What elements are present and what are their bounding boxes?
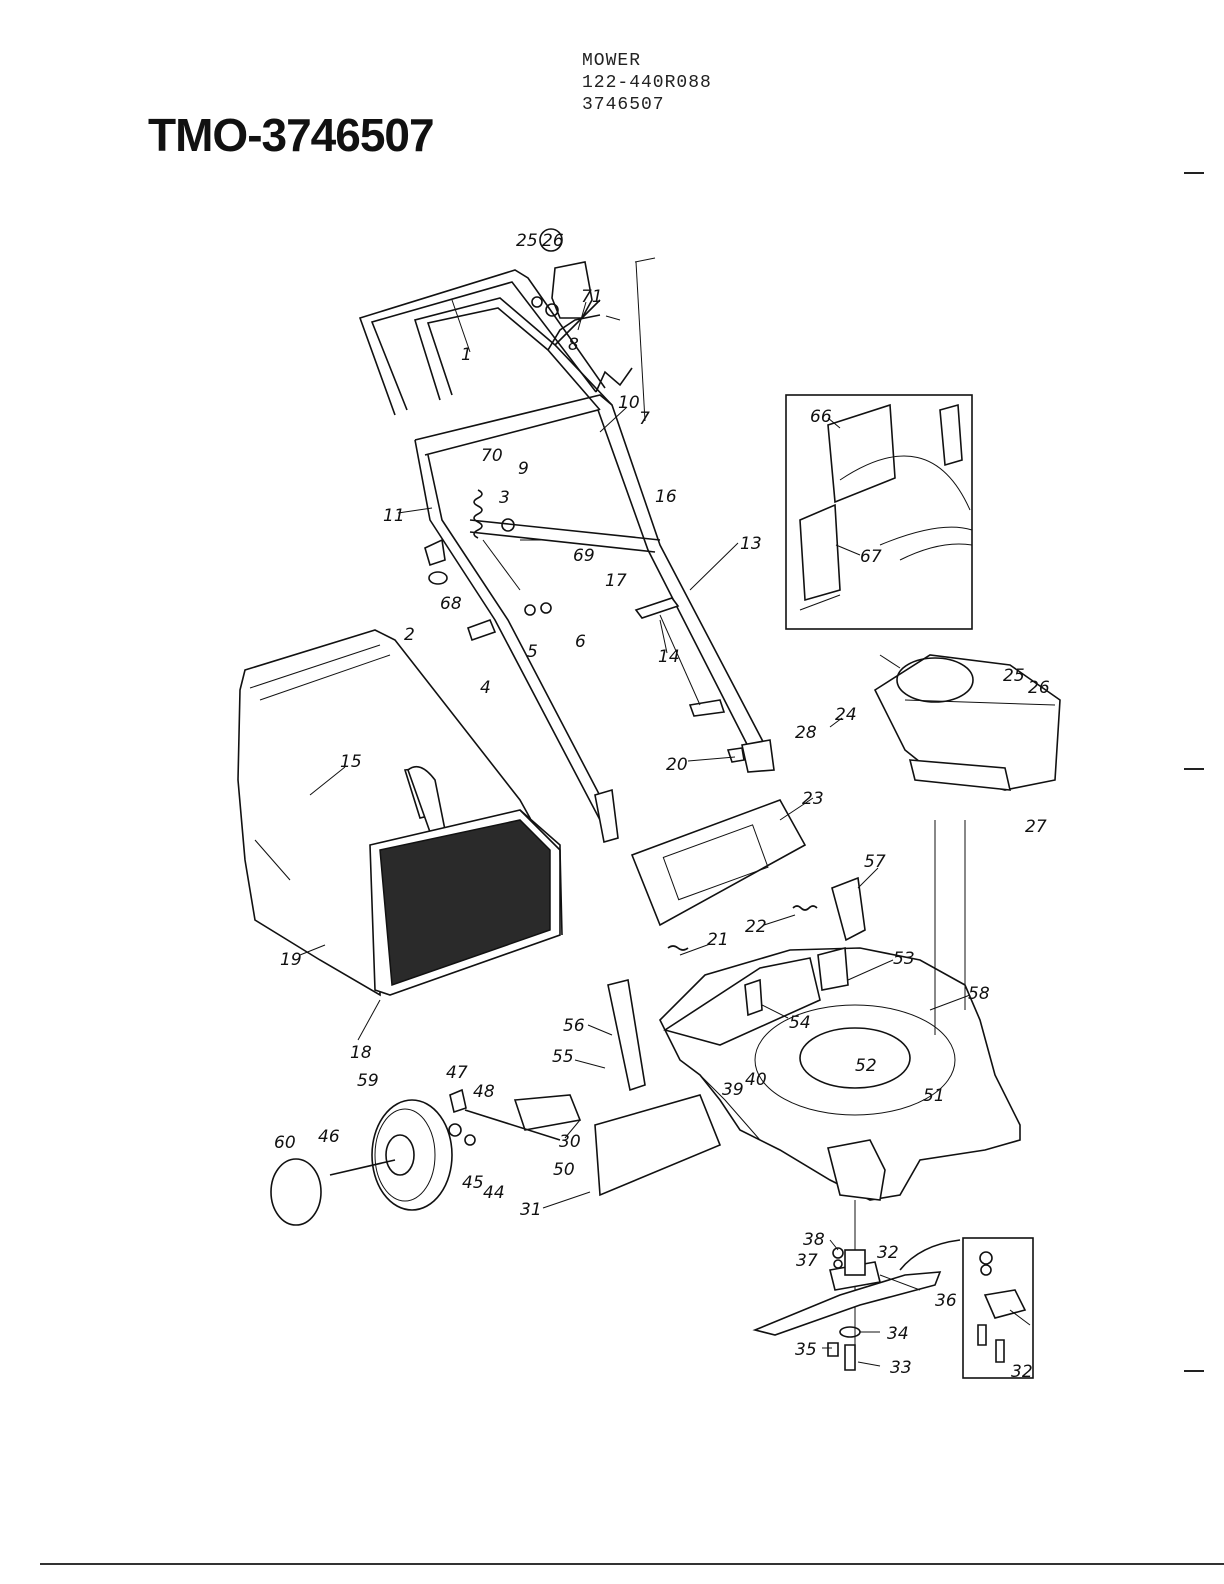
callout-24: 24: [835, 705, 857, 725]
callout-1: 1: [461, 345, 472, 365]
callout-50: 50: [553, 1160, 575, 1180]
document-title: TMO-3746507: [148, 109, 435, 161]
header-line-number: 3746507: [582, 95, 665, 115]
callout-6: 6: [575, 632, 586, 652]
rear-door: [630, 799, 818, 951]
grass-catcher: [237, 629, 563, 997]
callout-15: 15: [340, 752, 362, 772]
blade-assembly: [752, 1200, 942, 1371]
callout-2: 2: [404, 625, 415, 645]
callout-30: 30: [559, 1132, 581, 1152]
handle-latch: [634, 597, 745, 763]
callout-13: 13: [740, 534, 762, 554]
callout-67: 67: [860, 547, 882, 567]
callout-69: 69: [573, 546, 595, 566]
margin-mark-bottom: [1184, 1370, 1204, 1372]
footer-rule: [40, 1563, 1224, 1565]
hardware-small: [424, 257, 656, 642]
callout-51: 51: [923, 1086, 945, 1106]
callout-68: 68: [440, 594, 462, 614]
callout-70: 70: [481, 446, 503, 466]
callout-39: 39: [722, 1080, 744, 1100]
callout-26-engine: 26: [1028, 678, 1050, 698]
upper-handle: [358, 269, 633, 416]
callout-40: 40: [745, 1070, 767, 1090]
throttle-control: [531, 228, 593, 319]
extension-spring: [473, 489, 483, 539]
control-bail: [547, 314, 601, 351]
callout-47: 47: [446, 1063, 468, 1083]
callout-7: 7: [639, 409, 650, 429]
callout-31: 31: [520, 1200, 542, 1220]
callouts: 1 2 3 4 5 6 7 8 9 10 11 13 14 15 16 17 1…: [274, 231, 1050, 1382]
callout-9: 9: [518, 459, 529, 479]
callout-54: 54: [789, 1013, 811, 1033]
callout-17: 17: [605, 571, 627, 591]
callout-11: 11: [383, 506, 405, 526]
leader-lines: [299, 261, 1031, 1367]
mesh-panel: [379, 819, 551, 987]
engine: [873, 654, 1061, 791]
callout-14: 14: [658, 647, 680, 667]
callout-26-throttle: 26: [542, 231, 564, 251]
callout-56: 56: [563, 1016, 585, 1036]
lower-handle-frame: [414, 394, 775, 844]
callout-3: 3: [499, 488, 510, 508]
callout-4: 4: [480, 678, 491, 698]
callout-44: 44: [483, 1183, 505, 1203]
callout-35: 35: [795, 1340, 817, 1360]
callout-28: 28: [795, 723, 817, 743]
callout-19: 19: [280, 950, 302, 970]
callout-25-throttle: 25: [516, 231, 538, 251]
callout-46: 46: [318, 1127, 340, 1147]
callout-53: 53: [893, 949, 915, 969]
callout-60: 60: [274, 1133, 296, 1153]
margin-mark-middle: [1184, 768, 1204, 770]
callout-37: 37: [796, 1251, 818, 1271]
callout-34: 34: [887, 1324, 909, 1344]
callout-5: 5: [527, 642, 538, 662]
callout-20: 20: [666, 755, 688, 775]
callout-16: 16: [655, 487, 677, 507]
inset-blade-adapter: [899, 1237, 1034, 1379]
callout-33: 33: [890, 1358, 912, 1378]
callout-59: 59: [357, 1071, 379, 1091]
callout-71: 71: [581, 287, 603, 307]
callout-52: 52: [855, 1056, 877, 1076]
inset-mulch-plug: [785, 394, 973, 630]
header-block: MOWER 122-440R088 3746507: [582, 50, 712, 116]
deck-brackets: [607, 876, 866, 1092]
header-line-product: MOWER: [582, 51, 642, 71]
callout-21: 21: [707, 930, 729, 950]
callout-25-engine: 25: [1003, 666, 1025, 686]
callout-55: 55: [552, 1047, 574, 1067]
callout-45: 45: [462, 1173, 484, 1193]
callout-36: 36: [935, 1291, 957, 1311]
margin-mark-top: [1184, 172, 1204, 174]
callout-58: 58: [968, 984, 990, 1004]
callout-57: 57: [864, 852, 886, 872]
callout-38: 38: [803, 1230, 825, 1250]
callout-23: 23: [802, 789, 824, 809]
callout-27: 27: [1025, 817, 1047, 837]
callout-48: 48: [473, 1082, 495, 1102]
callout-10: 10: [618, 393, 640, 413]
callout-22: 22: [745, 917, 767, 937]
callout-8: 8: [568, 335, 579, 355]
wheel-assembly: [270, 1088, 582, 1226]
callout-66: 66: [810, 407, 832, 427]
header-line-model: 122-440R088: [582, 73, 712, 93]
callout-18: 18: [350, 1043, 372, 1063]
callout-32-inset: 32: [1011, 1362, 1033, 1382]
callout-32-main: 32: [877, 1243, 899, 1263]
